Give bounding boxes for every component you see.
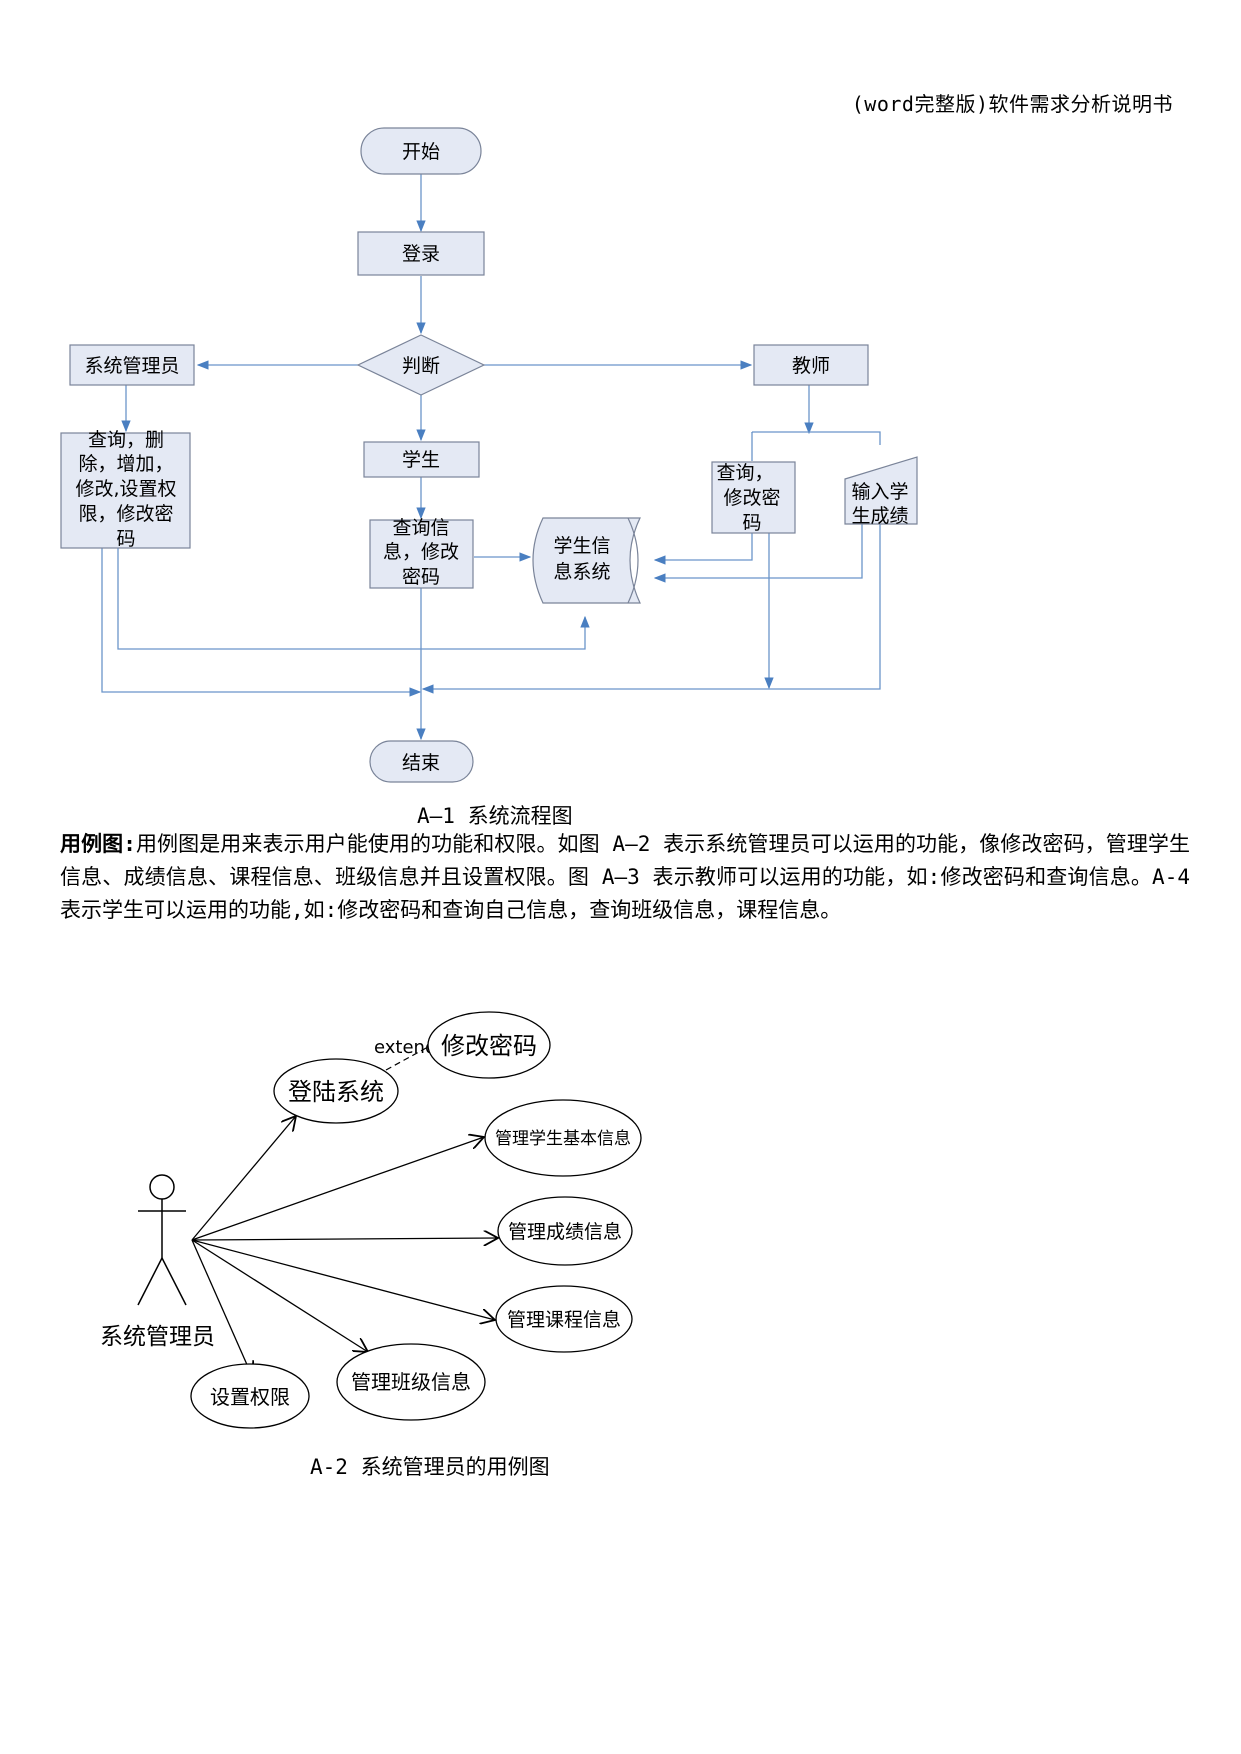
svg-text:管理课程信息: 管理课程信息 bbox=[507, 1309, 621, 1331]
svg-text:修改密: 修改密 bbox=[723, 487, 780, 509]
assoc-login bbox=[191, 1116, 296, 1241]
arrow-teacher-input-system bbox=[653, 524, 863, 583]
actor-figure bbox=[137, 1174, 187, 1306]
assoc-set-permission bbox=[191, 1239, 252, 1376]
usecase-manage-course: 管理课程信息 bbox=[495, 1285, 633, 1353]
arrow-admin-end bbox=[101, 548, 422, 697]
svg-text:设置权限: 设置权限 bbox=[210, 1385, 290, 1409]
flow-admin-ops-node: 查询，删 除，增加， 修改,设置权 限，修改密 码 bbox=[60, 429, 191, 550]
use-case-description: 用例图:用例图是用来表示用户能使用的功能和权限。如图 A—2 表示系统管理员可以… bbox=[60, 828, 1190, 927]
teacher-branch-line bbox=[751, 431, 881, 445]
usecase-set-permission: 设置权限 bbox=[190, 1363, 310, 1429]
flow-start-node: 开始 bbox=[360, 127, 482, 175]
usecase-login: 登陆系统 bbox=[273, 1058, 399, 1124]
assoc-manage-class bbox=[191, 1239, 368, 1352]
actor-label: 系统管理员 bbox=[100, 1324, 215, 1350]
flowchart-diagram: 开始 登录 判断 系统管理员 教师 学生 查询，删 除，增加， 修改,设置权 限… bbox=[60, 127, 918, 783]
page-header: (word完整版)软件需求分析说明书 bbox=[851, 92, 1173, 116]
figure-caption-a2: A-2 系统管理员的用例图 bbox=[310, 1455, 550, 1479]
flow-student-node: 学生 bbox=[363, 441, 480, 478]
flow-teacher-ops-node: 查询， 修改密 码 bbox=[711, 461, 796, 534]
svg-text:开始: 开始 bbox=[402, 141, 440, 163]
flow-student-ops-node: 查询信 息，修改 密码 bbox=[369, 517, 474, 589]
svg-text:修改密码: 修改密码 bbox=[441, 1032, 537, 1060]
svg-text:管理成绩信息: 管理成绩信息 bbox=[508, 1221, 622, 1243]
flow-login-node: 登录 bbox=[357, 231, 485, 276]
svg-text:修改,设置权: 修改,设置权 bbox=[75, 478, 176, 500]
usecase-manage-class: 管理班级信息 bbox=[336, 1343, 486, 1421]
arrow-teacher-query-system bbox=[653, 533, 753, 565]
usecase-manage-score: 管理成绩信息 bbox=[497, 1196, 633, 1266]
figure-caption-a1: A—1 系统流程图 bbox=[417, 804, 573, 828]
usecase-change-password: 修改密码 bbox=[427, 1011, 551, 1079]
svg-text:学生: 学生 bbox=[402, 449, 440, 471]
flow-teacher-node: 教师 bbox=[753, 344, 869, 386]
svg-text:查询，删: 查询，删 bbox=[88, 429, 164, 451]
svg-text:结束: 结束 bbox=[402, 752, 440, 774]
svg-text:码: 码 bbox=[742, 512, 761, 534]
usecase-manage-student: 管理学生基本信息 bbox=[484, 1099, 642, 1177]
svg-text:密码: 密码 bbox=[402, 566, 440, 588]
svg-text:息系统: 息系统 bbox=[553, 561, 610, 583]
svg-text:码: 码 bbox=[116, 528, 135, 550]
use-case-diagram: 系统管理员 extend 登陆系统 修改密码 管理学生基本信息 管理成绩信息 管… bbox=[100, 1011, 642, 1429]
svg-text:教师: 教师 bbox=[792, 355, 830, 377]
svg-text:登陆系统: 登陆系统 bbox=[288, 1078, 384, 1106]
extend-label: extend bbox=[374, 1037, 436, 1058]
flow-decision-node: 判断 bbox=[356, 334, 486, 396]
svg-text:限，修改密: 限，修改密 bbox=[78, 503, 173, 525]
extend-line bbox=[385, 1046, 429, 1071]
flow-end-node: 结束 bbox=[369, 740, 474, 783]
svg-text:查询信: 查询信 bbox=[392, 517, 449, 539]
svg-text:除，增加，: 除，增加， bbox=[78, 453, 173, 475]
use-case-text: 用例图是用来表示用户能使用的功能和权限。如图 A—2 表示系统管理员可以运用的功… bbox=[60, 832, 1190, 922]
assoc-manage-course bbox=[191, 1239, 495, 1320]
arrow-teacher-end bbox=[421, 524, 881, 694]
svg-text:查询，: 查询， bbox=[716, 462, 773, 484]
svg-text:管理学生基本信息: 管理学生基本信息 bbox=[495, 1129, 631, 1149]
svg-text:判断: 判断 bbox=[402, 355, 440, 377]
flow-system-node: 学生信 息系统 bbox=[532, 517, 641, 604]
svg-text:息，修改: 息，修改 bbox=[383, 541, 459, 563]
svg-text:管理班级信息: 管理班级信息 bbox=[351, 1370, 471, 1394]
flow-admin-node: 系统管理员 bbox=[69, 344, 195, 386]
assoc-manage-score bbox=[191, 1238, 498, 1240]
arrow-admin-system bbox=[117, 548, 590, 650]
svg-text:登录: 登录 bbox=[402, 243, 440, 265]
svg-text:系统管理员: 系统管理员 bbox=[84, 355, 179, 377]
use-case-label: 用例图: bbox=[60, 832, 136, 856]
svg-text:学生信: 学生信 bbox=[553, 535, 610, 557]
svg-text:生成绩: 生成绩 bbox=[851, 505, 908, 527]
assoc-manage-student bbox=[191, 1137, 484, 1241]
svg-text:输入学: 输入学 bbox=[851, 481, 908, 503]
flow-teacher-input-node: 输入学 生成绩 bbox=[844, 456, 918, 527]
